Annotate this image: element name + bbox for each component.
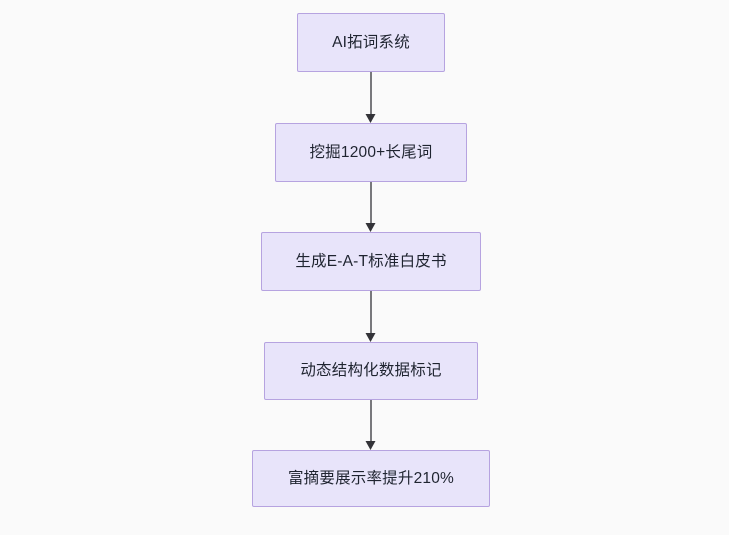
flow-node-label: 挖掘1200+长尾词: [309, 143, 433, 161]
edge-line: [370, 400, 372, 441]
flow-node-generate-eat-whitepaper[interactable]: 生成E-A-T标准白皮书: [261, 232, 481, 291]
edge-line: [370, 182, 372, 223]
flow-node-dynamic-structured-data-markup[interactable]: 动态结构化数据标记: [264, 342, 478, 400]
flow-node-label: 富摘要展示率提升210%: [287, 469, 455, 487]
flow-node-label: 生成E-A-T标准白皮书: [295, 252, 447, 270]
flow-node-label: AI拓词系统: [332, 33, 410, 51]
flow-node-label: 动态结构化数据标记: [300, 362, 442, 380]
flow-node-ai-keyword-system[interactable]: AI拓词系统: [297, 13, 445, 72]
arrowhead-icon: [365, 441, 376, 450]
arrowhead-icon: [365, 223, 376, 232]
arrowhead-icon: [365, 333, 376, 342]
edge-line: [370, 291, 372, 333]
flow-node-rich-snippet-impression-lift[interactable]: 富摘要展示率提升210%: [252, 450, 490, 507]
arrowhead-icon: [365, 114, 376, 123]
edge-line: [370, 72, 372, 114]
flow-node-mine-longtail-keywords[interactable]: 挖掘1200+长尾词: [275, 123, 467, 182]
